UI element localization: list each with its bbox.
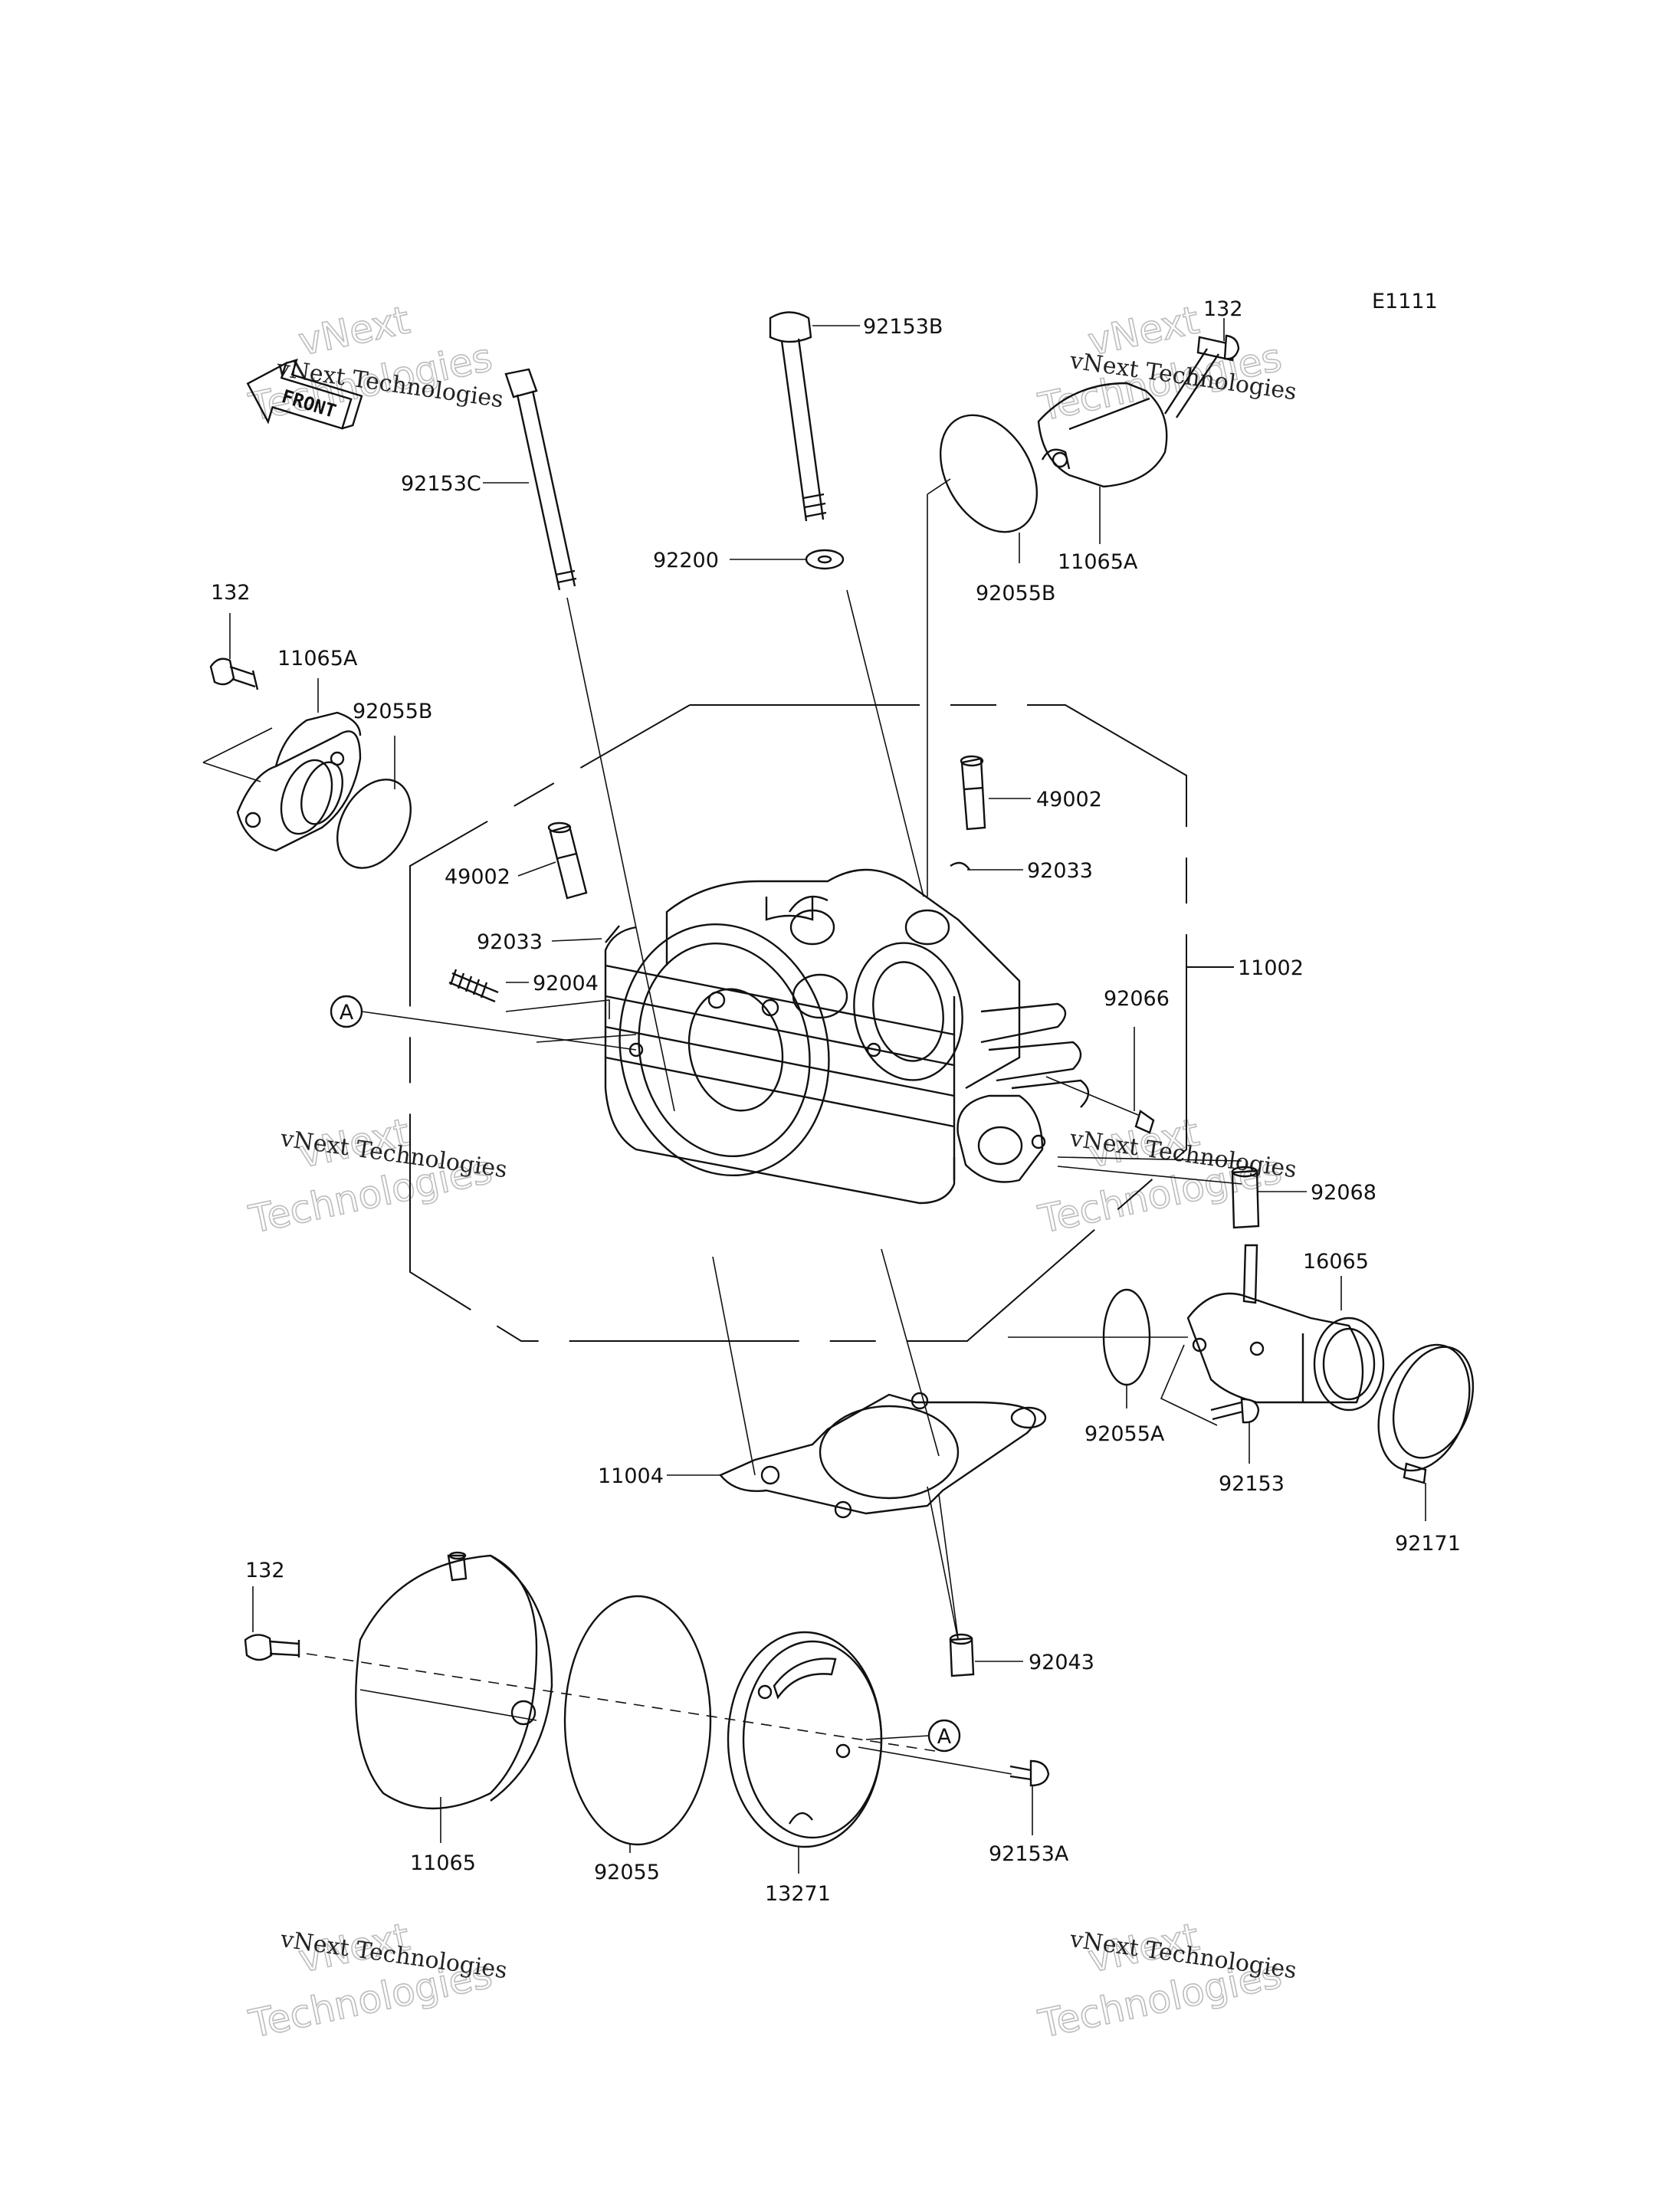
label-132-top: 132 (1203, 297, 1243, 321)
label-49002-left: 49002 (445, 865, 510, 889)
valve-guide-49002-right (960, 755, 986, 831)
label-11065A-left: 11065A (277, 647, 358, 671)
clip-92033-left (605, 925, 620, 943)
label-11004: 11004 (598, 1464, 664, 1488)
dowel-92043 (927, 1486, 975, 1677)
clip-92033-right (950, 861, 970, 871)
dowel-92066 (1045, 1076, 1155, 1134)
stud-92004 (448, 969, 637, 1043)
cam-boss-1 (789, 909, 835, 946)
label-13271: 13271 (765, 1882, 831, 1906)
label-92068: 92068 (1311, 1181, 1376, 1205)
pipe-92068 (1057, 1156, 1260, 1229)
label-92171: 92171 (1395, 1532, 1461, 1556)
gasket-11004 (719, 1392, 1047, 1519)
camshaft-cap-flange (619, 923, 830, 1177)
callout-a-upper-letter: A (340, 1001, 354, 1025)
label-11065: 11065 (410, 1851, 476, 1875)
label-11065A-top: 11065A (1058, 550, 1138, 574)
bolt-92153B (769, 311, 924, 897)
bolt-132-left (209, 657, 259, 690)
label-92200: 92200 (653, 549, 719, 572)
oring-92055 (563, 1595, 712, 1846)
label-92033-left: 92033 (477, 930, 543, 954)
bolt-92153C (504, 368, 675, 1112)
label-92153C: 92153C (401, 472, 481, 496)
watermark-2: vNext Technologies (1034, 297, 1286, 431)
label-132-left: 132 (211, 581, 251, 605)
label-92033-right: 92033 (1027, 859, 1093, 883)
label-49002-right: 49002 (1036, 788, 1102, 812)
label-11002: 11002 (1238, 956, 1304, 980)
cylinder-head (604, 868, 1090, 1205)
label-92055: 92055 (594, 1861, 660, 1884)
cylinder-head-assembly-frame (409, 704, 1234, 1342)
callout-a-lower: A (927, 1719, 961, 1753)
oring-92055B-left (336, 779, 412, 869)
watermarks: vNext Technologies vNext Technologies vN… (244, 297, 1298, 2048)
leader-lines (229, 318, 1426, 1874)
label-92153A: 92153A (989, 1842, 1069, 1866)
cover-11065 (355, 1551, 553, 1810)
clamp-92171 (1377, 1343, 1475, 1484)
valve-guide-49002-left (547, 821, 588, 900)
label-92043: 92043 (1029, 1651, 1094, 1674)
label-92004: 92004 (533, 972, 599, 995)
intake-16065 (1186, 1244, 1385, 1412)
bolt-92153A (1009, 1759, 1050, 1787)
label-92055B-left: 92055B (353, 700, 432, 723)
bolt-92153 (1210, 1398, 1260, 1424)
cam-boss-2 (904, 909, 950, 946)
part-labels: 92153C 92153B 132 92200 92055B 11065A 13… (211, 297, 1461, 1906)
label-132-bottom: 132 (245, 1559, 285, 1582)
callout-a-upper: A (330, 995, 363, 1028)
plate-13271 (727, 1631, 883, 1848)
label-92055B-top: 92055B (976, 582, 1055, 605)
callout-a-lower-letter: A (937, 1725, 952, 1749)
label-92055A: 92055A (1084, 1422, 1165, 1446)
washer-92200 (805, 549, 845, 570)
label-92153: 92153 (1219, 1472, 1285, 1496)
diagram-code: E1111 (1372, 290, 1438, 313)
label-16065: 16065 (1303, 1250, 1369, 1274)
bolt-132-top (1163, 334, 1240, 418)
oring-92055B-top (939, 414, 1039, 533)
label-92153B: 92153B (863, 315, 943, 339)
bolt-132-bottom (244, 1634, 300, 1661)
label-92066: 92066 (1104, 987, 1170, 1011)
cap-11065A-left (236, 711, 362, 852)
cap-11065A-top (1037, 382, 1168, 488)
